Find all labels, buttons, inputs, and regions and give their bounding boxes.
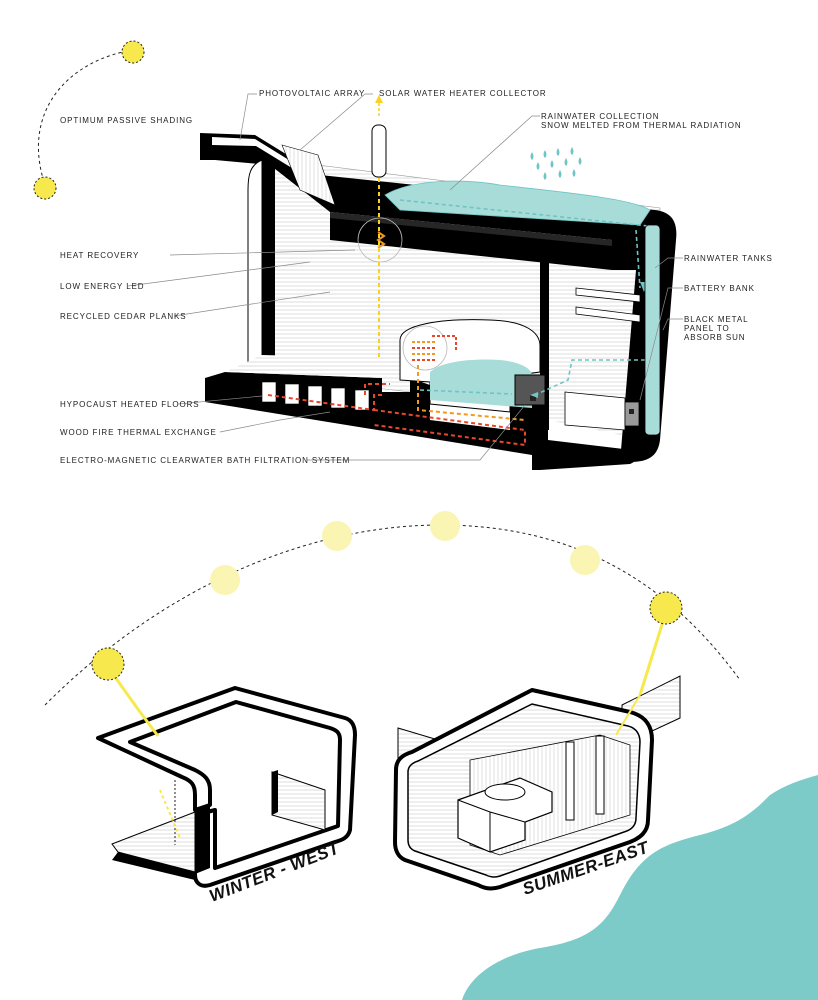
cabin-section	[200, 95, 677, 470]
sun-icon-winter	[91, 647, 125, 681]
sun-icon-summer	[649, 591, 683, 625]
left-wall	[262, 158, 275, 370]
label-rainwater-tanks: RAINWATER TANKS	[684, 254, 773, 263]
leader-lines	[127, 93, 683, 461]
winter-shade-panel	[271, 771, 326, 831]
label-solar-water-heater: SOLAR WATER HEATER COLLECTOR	[379, 89, 547, 98]
solar-water-heater-collector	[371, 124, 387, 178]
label-clearwater-filtration: ELECTRO-MAGNETIC CLEARWATER BATH FILTRAT…	[60, 456, 350, 465]
label-black-metal-panel-1: BLACK METAL	[684, 315, 748, 324]
sun-arc-bottom	[44, 511, 741, 713]
label-black-metal-panel-3: ABSORB SUN	[684, 333, 745, 342]
summer-east-cabin: SUMMER-EAST	[393, 675, 681, 899]
label-black-metal-panel-2: PANEL TO	[684, 324, 730, 333]
sun-icon	[430, 511, 460, 541]
photovoltaic-panel	[212, 137, 318, 184]
winter-cabin-shell	[96, 686, 357, 888]
label-heat-recovery: HEAT RECOVERY	[60, 251, 139, 260]
sun-icon	[570, 545, 600, 575]
label-recycled-cedar-planks: RECYCLED CEDAR PLANKS	[60, 312, 187, 321]
label-wood-fire-thermal-exchange: WOOD FIRE THERMAL EXCHANGE	[60, 428, 217, 437]
sea-shore	[462, 775, 818, 1000]
wood-fire-stove-icon	[402, 325, 448, 371]
sun-icon	[33, 176, 57, 200]
sun-icon	[121, 40, 145, 64]
label-optimum-passive-shading: OPTIMUM PASSIVE SHADING	[60, 116, 193, 125]
label-battery-bank: BATTERY BANK	[684, 284, 755, 293]
label-hypocaust-heated-floors: HYPOCAUST HEATED FLOORS	[60, 400, 200, 409]
sun-icon	[210, 565, 240, 595]
partition-wall	[540, 258, 549, 430]
label-rainwater-collection-sub: SNOW MELTED FROM THERMAL RADIATION	[541, 121, 742, 130]
callout-labels: OPTIMUM PASSIVE SHADING PHOTOVOLTAIC ARR…	[60, 89, 773, 465]
winter-west-cabin: WINTER - WEST	[96, 686, 357, 906]
label-rainwater-collection: RAINWATER COLLECTION	[541, 112, 659, 121]
label-photovoltaic-array: PHOTOVOLTAIC ARRAY	[259, 89, 365, 98]
battery-bank	[564, 391, 626, 431]
rainwater-tank	[644, 224, 661, 436]
label-low-energy-led: LOW ENERGY LED	[60, 282, 144, 291]
sun-icon	[322, 521, 352, 551]
rain-drops-icon	[530, 147, 582, 180]
rainwater-collection	[384, 180, 651, 226]
sun-path-top	[33, 40, 145, 200]
